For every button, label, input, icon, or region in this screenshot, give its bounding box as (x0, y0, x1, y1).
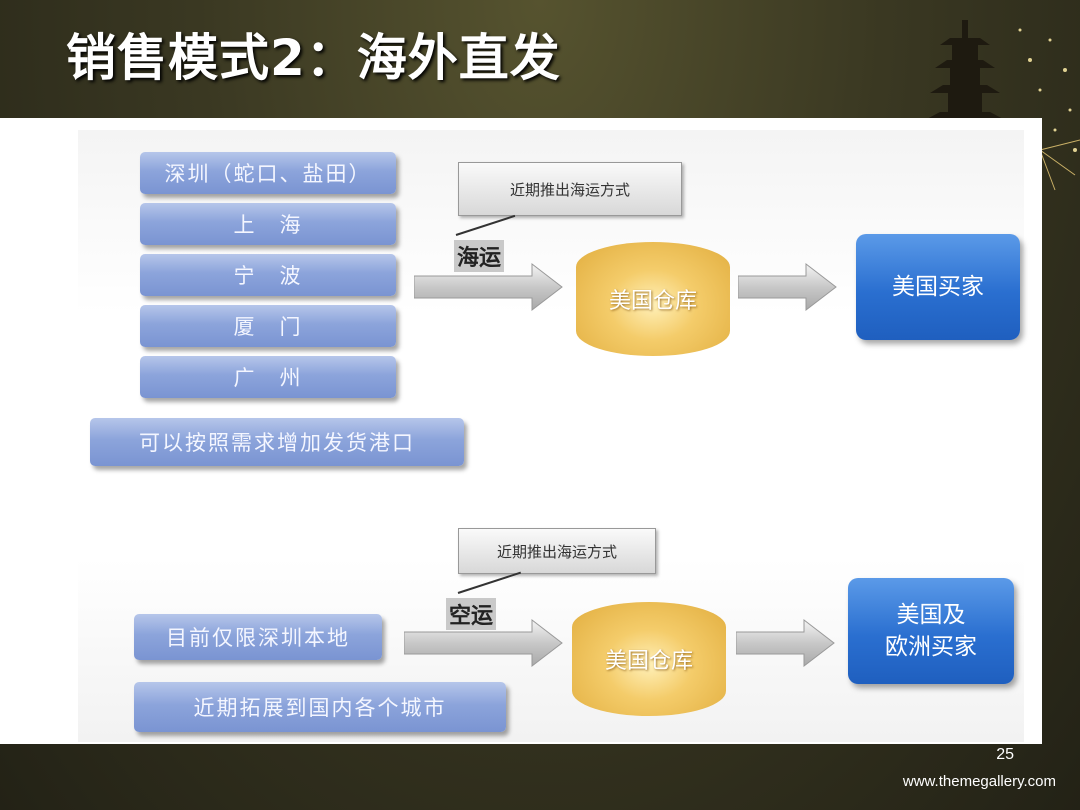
page-number: 25 (996, 746, 1014, 763)
extra-ports-note: 可以按照需求增加发货港口 (90, 418, 464, 466)
pagoda-fireworks-decoration (925, 20, 1080, 191)
port-ningbo: 宁 波 (140, 254, 396, 296)
air-mode-label: 空运 (446, 598, 497, 630)
air-arrow-to-buyer (736, 618, 835, 668)
port-shenzhen: 深圳（蛇口、盐田） (140, 152, 396, 194)
port-shanghai: 上 海 (140, 203, 396, 245)
origin-domestic-cities: 近期拓展到国内各个城市 (134, 682, 506, 732)
origin-shenzhen-local: 目前仅限深圳本地 (134, 614, 382, 660)
sea-us-buyer: 美国买家 (856, 234, 1020, 340)
sea-callout: 近期推出海运方式 (458, 162, 682, 216)
diagram-area: 深圳（蛇口、盐田） 上 海 宁 波 厦 门 广 州 可以按照需求增加发货港口 近… (78, 130, 1024, 742)
sea-arrow-to-warehouse (414, 262, 563, 312)
content-panel: 深圳（蛇口、盐田） 上 海 宁 波 厦 门 广 州 可以按照需求增加发货港口 近… (0, 118, 1042, 744)
air-us-eu-buyer: 美国及 欧洲买家 (848, 578, 1014, 684)
footer-website: www.themegallery.com (902, 773, 1056, 790)
port-guangzhou: 广 州 (140, 356, 396, 398)
air-arrow-to-warehouse (404, 618, 563, 668)
slide-title: 销售模式2：海外直发 (66, 29, 561, 87)
air-us-warehouse: 美国仓库 (572, 602, 726, 716)
sea-us-warehouse: 美国仓库 (576, 242, 730, 356)
sea-callout-pointer (455, 214, 516, 236)
port-xiamen: 厦 门 (140, 305, 396, 347)
sea-mode-label: 海运 (454, 240, 505, 272)
sea-arrow-to-buyer (738, 262, 837, 312)
air-callout: 近期推出海运方式 (458, 528, 656, 574)
air-callout-pointer (457, 571, 522, 594)
